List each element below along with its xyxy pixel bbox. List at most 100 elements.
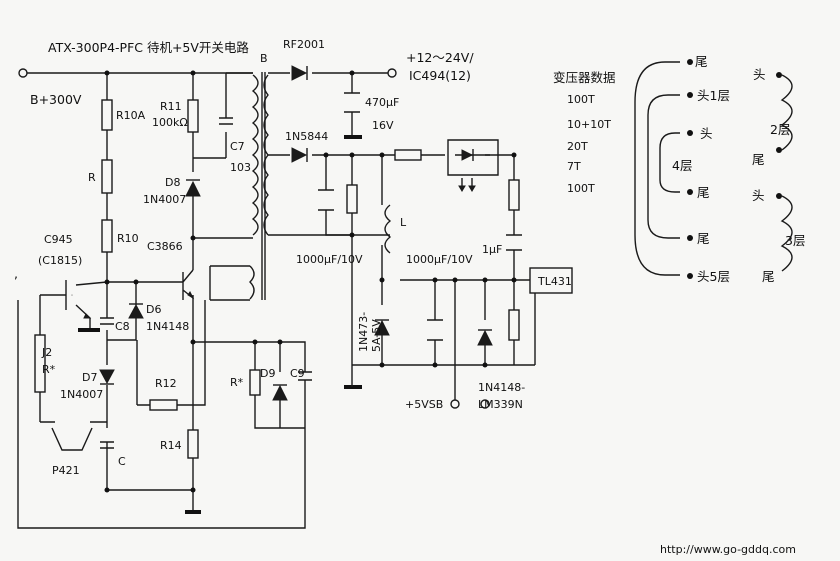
capacitor-c9 (298, 371, 312, 395)
svg-text:R10A: R10A (116, 109, 146, 122)
transformer-secondary (263, 74, 269, 236)
transformer-primary (251, 74, 259, 236)
transistor-c945-arrow (83, 313, 92, 319)
svg-text:103: 103 (230, 161, 251, 174)
svg-text:7T: 7T (567, 160, 581, 173)
resistor-r (101, 159, 113, 194)
svg-text:D6: D6 (146, 303, 161, 316)
svg-text:1000μF/10V: 1000μF/10V (296, 253, 363, 266)
svg-text:R14: R14 (160, 439, 182, 452)
resistor-rstar-left (34, 334, 46, 393)
junctions (18, 68, 517, 493)
svg-text:头: 头 (700, 126, 713, 141)
diode-d7 (99, 369, 115, 385)
capacitor-c8 (100, 317, 114, 325)
svg-text:D8: D8 (165, 176, 180, 189)
svg-text:,: , (14, 266, 18, 281)
diode-rf2001 (291, 65, 308, 81)
grounds (78, 135, 362, 514)
transformer-data-heading: 变压器数据 (553, 70, 616, 85)
svg-text:头: 头 (753, 67, 766, 82)
svg-text:(C1815): (C1815) (38, 254, 82, 267)
svg-text:1N4148: 1N4148 (146, 320, 189, 333)
svg-text:1N473-: 1N473- (357, 312, 370, 352)
terminal-12v (387, 68, 397, 78)
winding-inner (647, 94, 680, 239)
svg-text:100T: 100T (567, 182, 595, 195)
svg-text:20T: 20T (567, 140, 588, 153)
transformer (249, 72, 392, 300)
svg-text:C945: C945 (44, 233, 73, 246)
svg-text:1000μF/10V: 1000μF/10V (406, 253, 473, 266)
resistor-rstar-right (249, 369, 261, 396)
svg-text:LM339N: LM339N (478, 398, 523, 411)
svg-text:2层: 2层 (770, 122, 790, 137)
svg-text:1N4007: 1N4007 (143, 193, 186, 206)
svg-text:R12: R12 (155, 377, 177, 390)
capacitors (100, 92, 522, 449)
svg-text:RF2001: RF2001 (283, 38, 325, 51)
terminal-b300v (18, 68, 28, 78)
capacitor-1000uf-b (427, 319, 443, 341)
resistor-r-mid (346, 184, 358, 214)
tl431-box (529, 267, 573, 294)
svg-text:R10: R10 (117, 232, 139, 245)
terminal-lm339 (480, 399, 490, 409)
resistor-r-lower (508, 309, 520, 341)
svg-text:R*: R* (42, 363, 56, 376)
inductor-l (384, 204, 392, 254)
capacitor-c7 (219, 117, 233, 125)
svg-text:D9: D9 (260, 367, 275, 380)
diagram-title: ATX-300P4-PFC 待机+5V开关电路 (48, 40, 249, 55)
svg-text:16V: 16V (372, 119, 394, 132)
diode-d8 (185, 180, 201, 197)
transformer-feedback (249, 265, 255, 300)
svg-text:IC494(12): IC494(12) (409, 68, 471, 83)
svg-text:尾: 尾 (695, 54, 708, 69)
resistor-r12 (149, 399, 178, 411)
svg-text:R*: R* (230, 376, 244, 389)
label-input: B+300V (30, 92, 82, 107)
svg-text:100T: 100T (567, 93, 595, 106)
transformer-winding-diagram (634, 59, 793, 279)
svg-text:C3866: C3866 (147, 240, 183, 253)
svg-text:1N5844: 1N5844 (285, 130, 328, 143)
svg-text:470μF: 470μF (365, 96, 399, 109)
svg-text:C7: C7 (230, 140, 245, 153)
labels: ATX-300P4-PFC 待机+5V开关电路 B+300V B R10A R … (14, 38, 805, 556)
svg-text:D7: D7 (82, 371, 97, 384)
transistors (71, 269, 195, 319)
capacitor-470uf (344, 92, 360, 113)
svg-text:+5VSB: +5VSB (405, 398, 443, 411)
diode-d6 (128, 303, 144, 319)
svg-text:尾: 尾 (752, 152, 765, 167)
diode-zener (374, 319, 390, 336)
resistor-r-secondary (394, 149, 422, 161)
svg-text:尾: 尾 (697, 185, 710, 200)
svg-text:尾: 尾 (697, 231, 710, 246)
svg-text:100kΩ: 100kΩ (152, 116, 188, 129)
terminal-5vsb (450, 399, 460, 409)
svg-text:3层: 3层 (785, 233, 805, 248)
svg-text:4层: 4层 (672, 158, 692, 173)
capacitor-1uf (506, 234, 522, 251)
svg-text:1μF: 1μF (482, 243, 502, 256)
winding-outer-100t (634, 61, 680, 276)
resistors (34, 99, 520, 459)
winding-layer2 (780, 74, 793, 151)
resistor-r14 (187, 429, 199, 459)
svg-text:1N4148-: 1N4148- (478, 381, 525, 394)
svg-text:R: R (88, 171, 96, 184)
label-transformer-b: B (260, 52, 268, 65)
svg-text:头: 头 (752, 188, 765, 203)
optocoupler-led (461, 149, 474, 161)
svg-text:C8: C8 (115, 320, 130, 333)
watermark-url: http://www.go-gddq.com (660, 543, 796, 556)
diode-d9 (272, 384, 288, 401)
svg-text:1N4007: 1N4007 (60, 388, 103, 401)
svg-text:尾: 尾 (762, 269, 775, 284)
svg-text:J2: J2 (41, 346, 52, 359)
svg-text:R11: R11 (160, 100, 182, 113)
